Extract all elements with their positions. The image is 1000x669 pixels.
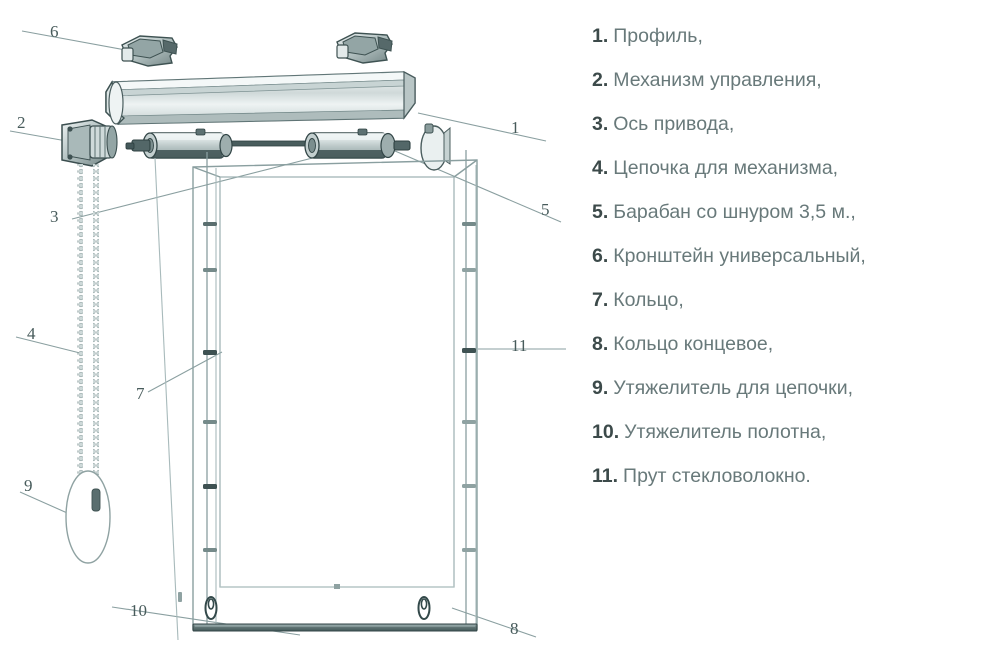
legend-item-7: 7.Кольцо, [586, 278, 1000, 322]
end-ring-left [204, 596, 218, 620]
cord-drum-right [304, 128, 411, 159]
legend-label-8: Кольцо концевое, [613, 333, 774, 355]
callout-5: 5 [541, 200, 550, 219]
ball-chain [77, 164, 99, 512]
callout-8: 8 [510, 619, 519, 638]
legend-number-5: 5. [592, 201, 609, 223]
ring-left-2 [203, 268, 217, 272]
legend-number-7: 7. [592, 289, 609, 311]
legend-number-8: 8. [592, 333, 609, 355]
rod-marker [334, 584, 340, 589]
lift-cord-outer-left [154, 157, 179, 641]
legend-item-3: 3.Ось привода, [586, 102, 1000, 146]
legend-number-1: 1. [592, 25, 609, 47]
drive-axle-assembly [125, 128, 411, 159]
legend-label-4: Цепочка для механизма, [613, 157, 839, 179]
leader-line-8 [451, 607, 537, 638]
fabric-inner-face [219, 176, 455, 588]
callout-4: 4 [27, 324, 36, 343]
ring-left-1 [203, 222, 217, 226]
legend-number-10: 10. [592, 421, 620, 443]
legend-label-7: Кольцо, [613, 289, 684, 311]
legend-item-10: 10.Утяжелитель полотна, [586, 410, 1000, 454]
chain-strand-right [93, 164, 99, 512]
legend-item-4: 4.Цепочка для механизма, [586, 146, 1000, 190]
legend-label-9: Утяжелитель для цепочки, [613, 377, 854, 399]
legend-label-10: Утяжелитель полотна, [624, 421, 827, 443]
legend-number-2: 2. [592, 69, 609, 91]
callout-10: 10 [130, 601, 147, 620]
chain-strand-left [77, 164, 83, 512]
legend-label-2: Механизм управления, [613, 69, 822, 91]
legend-label-3: Ось привода, [613, 113, 735, 135]
ring-right-1 [462, 222, 476, 226]
leader-line-4 [15, 336, 81, 354]
ring-right-6 [462, 548, 476, 552]
legend-number-3: 3. [592, 113, 609, 135]
legend-item-6: 6.Кронштейн универсальный, [586, 234, 1000, 278]
control-mechanism [61, 119, 118, 167]
legend-number-4: 4. [592, 157, 609, 179]
leader-line-3 [71, 147, 353, 220]
callout-11: 11 [511, 336, 528, 355]
cord-tick-marker [178, 592, 182, 602]
lift-cords [154, 150, 477, 641]
legend-number-9: 9. [592, 377, 609, 399]
callout-7: 7 [136, 384, 145, 403]
fiberglass-rod [220, 584, 454, 589]
technical-drawing: 6 2 3 4 9 7 10 8 11 5 1 [9, 22, 566, 641]
callout-1: 1 [511, 118, 520, 137]
callout-3: 3 [50, 207, 59, 226]
legend-item-8: 8.Кольцо концевое, [586, 322, 1000, 366]
cord-drum-left [125, 128, 233, 159]
legend-item-11: 11.Прут стекловолокно. [586, 454, 1000, 498]
legend-label-5: Барабан со шнуром 3,5 м., [613, 201, 856, 223]
drawing-canvas [9, 30, 566, 641]
chain-weight [65, 470, 111, 564]
legend-item-2: 2.Механизм управления, [586, 58, 1000, 102]
universal-bracket-right [336, 32, 393, 64]
end-ring-right [417, 596, 431, 620]
ring-right-5 [462, 484, 476, 488]
legend-item-5: 5.Барабан со шнуром 3,5 м., [586, 190, 1000, 234]
bottom-weight-bar [192, 623, 478, 632]
legend-item-9: 9.Утяжелитель для цепочки, [586, 366, 1000, 410]
leader-line-5 [387, 147, 562, 223]
leader-lines [9, 30, 566, 638]
leader-line-7 [147, 351, 223, 393]
callout-9: 9 [24, 476, 33, 495]
ring-left-5 [203, 484, 217, 489]
legend-number-11: 11. [592, 465, 619, 487]
idler-end-cap [420, 123, 451, 171]
ring-left-3 [203, 350, 217, 355]
ring-left-4 [203, 420, 217, 424]
ring-right-3 [462, 348, 476, 353]
legend-label-6: Кронштейн универсальный, [613, 245, 866, 267]
parts-legend-list: 1.Профиль, 2.Механизм управления, 3.Ось … [586, 0, 1000, 669]
legend-label-11: Прут стекловолокно. [623, 465, 811, 487]
fabric-outer-outline [192, 159, 478, 630]
fabric-panel [192, 159, 478, 630]
ring-right-2 [462, 268, 476, 272]
callout-6: 6 [50, 22, 59, 41]
callout-2: 2 [17, 113, 26, 132]
ring-left-6 [203, 548, 217, 552]
ring-right-4 [462, 420, 476, 424]
legend-number-6: 6. [592, 245, 609, 267]
universal-bracket-left [121, 35, 178, 67]
leader-line-1 [417, 112, 547, 142]
legend-label-1: Профиль, [613, 25, 703, 47]
legend-item-1: 1.Профиль, [586, 14, 1000, 58]
profile-cassette [105, 70, 416, 125]
end-rings [204, 596, 431, 620]
